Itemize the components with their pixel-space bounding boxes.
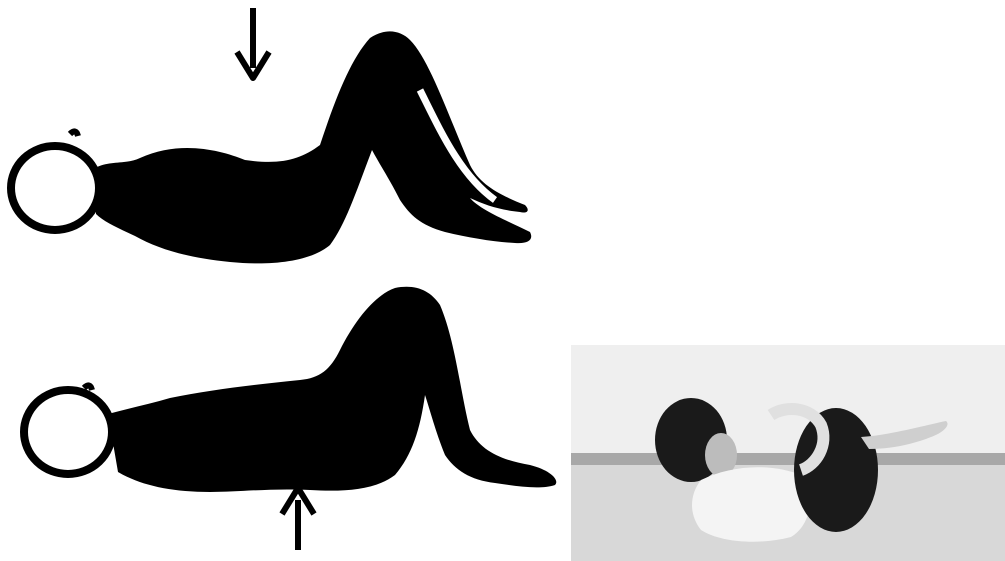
arrow-down-icon bbox=[237, 8, 269, 78]
body-silhouette bbox=[108, 287, 556, 492]
knees-to-chest-photo bbox=[571, 345, 1005, 561]
arrow-up-icon bbox=[282, 488, 314, 550]
body-silhouette bbox=[95, 31, 531, 263]
person-shirt bbox=[692, 467, 810, 542]
head-outline bbox=[11, 146, 99, 230]
ear-mark bbox=[70, 131, 78, 136]
exercise-figure-bottom bbox=[0, 280, 570, 561]
photo-stripe bbox=[571, 453, 1005, 465]
exercise-figure-top bbox=[0, 0, 560, 280]
head-outline bbox=[24, 390, 112, 474]
